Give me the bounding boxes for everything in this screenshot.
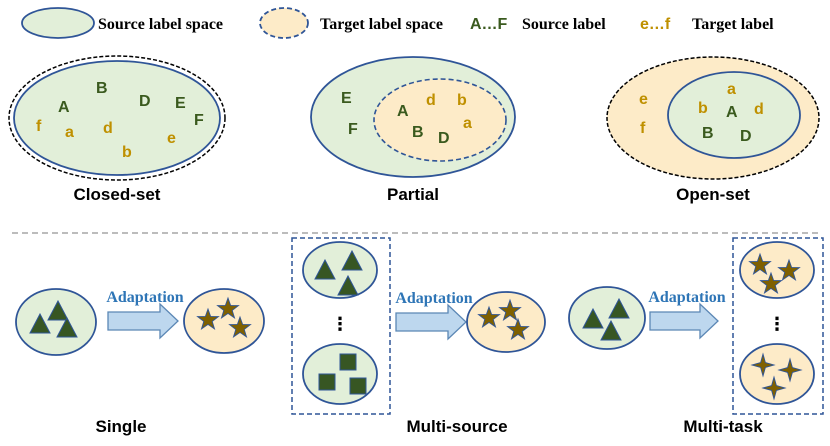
legend-target-swatch	[259, 7, 309, 39]
closed-set-target-label: e	[167, 130, 176, 147]
multi-task-group-box	[732, 237, 824, 415]
closed-set-source-label: D	[139, 93, 151, 110]
closed-set-target-space	[8, 55, 226, 181]
legend-target-label-text: Target label	[692, 16, 774, 33]
multi-task-target-domain-2	[739, 343, 815, 405]
legend-target-label-sample: e…f	[640, 16, 671, 33]
single-adaptation-arrow	[107, 302, 179, 340]
partial-source-label: E	[341, 90, 352, 107]
multi-task-ellipsis: ⋮	[768, 314, 786, 334]
closed-set-source-label: F	[194, 112, 204, 129]
multi-task-caption: Multi-task	[683, 417, 763, 436]
multi-source-ellipsis: ⋮	[331, 314, 349, 334]
open-set-source-space	[667, 71, 801, 159]
closed-set-target-label: a	[65, 124, 74, 141]
open-set-source-label: D	[740, 128, 752, 145]
partial-target-label: a	[463, 115, 472, 132]
closed-set-diagram: A B D E F f a d e b Closed-set	[8, 55, 226, 204]
closed-set-source-label: E	[175, 95, 186, 112]
open-set-target-label: d	[754, 101, 764, 118]
partial-diagram: E F A B D d b a Partial	[310, 56, 516, 204]
multi-task-arrow-label: Adaptation	[648, 289, 725, 306]
multi-source-arrow-label: Adaptation	[395, 290, 472, 307]
legend-source-label-text: Source label	[522, 16, 606, 33]
closed-set-source-label: B	[96, 80, 108, 97]
partial-source-label: D	[438, 130, 450, 147]
square-marker	[339, 353, 357, 371]
multi-source-caption: Multi-source	[406, 417, 507, 436]
open-set-caption: Open-set	[676, 185, 750, 204]
multi-task-source-domain	[568, 286, 646, 350]
partial-target-space	[373, 78, 507, 162]
multi-task-target-domain-1	[739, 241, 815, 299]
partial-source-label: A	[397, 103, 409, 120]
legend-target-space-label: Target label space	[320, 16, 443, 33]
open-set-source-label: A	[726, 104, 738, 121]
open-set-target-label: e	[639, 91, 648, 108]
single-target-domain	[183, 288, 265, 354]
legend-source-label-sample: A…F	[470, 16, 508, 33]
open-set-diagram: A B D a b d e f Open-set	[606, 56, 820, 204]
multi-task-adaptation-arrow	[649, 302, 719, 340]
multi-source-domain-2	[302, 343, 378, 405]
closed-set-target-label: f	[36, 118, 42, 135]
single-scenario: Adaptation Single	[15, 288, 265, 436]
partial-source-label: F	[348, 121, 358, 138]
legend-source-swatch	[21, 7, 95, 39]
open-set-target-label: b	[698, 100, 708, 117]
open-set-target-label: f	[640, 120, 646, 137]
open-set-target-label: a	[727, 81, 736, 98]
multi-source-group-box	[291, 237, 391, 415]
closed-set-target-label: d	[103, 120, 113, 137]
partial-target-label: b	[457, 92, 467, 109]
open-set-source-label: B	[702, 125, 714, 142]
closed-set-source-label: A	[58, 99, 70, 116]
multi-source-scenario: ⋮ Adaptation Multi-source	[291, 237, 546, 436]
closed-set-source-space	[13, 60, 221, 176]
partial-source-label: B	[412, 124, 424, 141]
legend: Source label space Target label space A……	[21, 7, 774, 39]
legend-source-space-label: Source label space	[98, 16, 223, 33]
multi-source-adaptation-arrow	[395, 303, 467, 341]
single-source-domain	[15, 288, 97, 356]
closed-set-caption: Closed-set	[74, 185, 161, 204]
partial-caption: Partial	[387, 185, 439, 204]
partial-target-label: d	[426, 92, 436, 109]
square-marker	[318, 373, 336, 391]
multi-source-target-domain	[466, 291, 546, 353]
single-caption: Single	[95, 417, 146, 436]
multi-source-domain-1	[302, 241, 378, 299]
multi-task-scenario: Adaptation ⋮ Multi-task	[568, 237, 824, 436]
closed-set-target-label: b	[122, 144, 132, 161]
square-marker	[349, 377, 367, 395]
single-arrow-label: Adaptation	[106, 289, 183, 306]
